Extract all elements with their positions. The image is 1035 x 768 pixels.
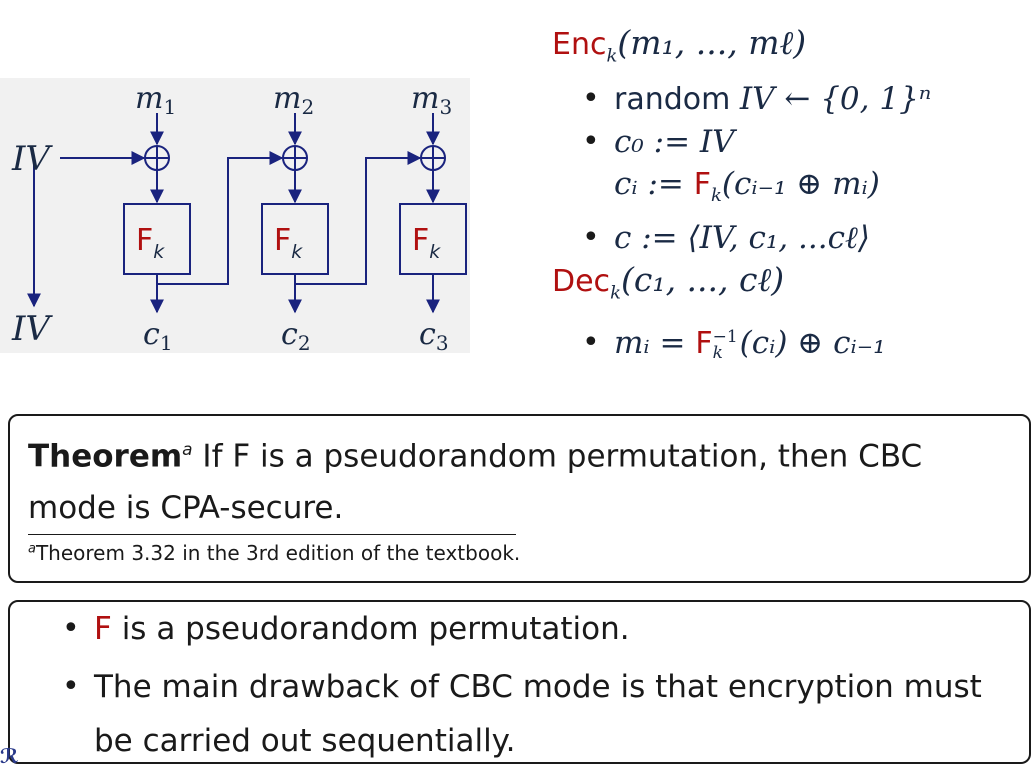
input-m2: m2	[273, 81, 314, 119]
chain-1-2	[157, 151, 284, 285]
footnote-rule	[28, 534, 516, 535]
enc-args: (m₁, ..., mℓ)	[617, 23, 807, 62]
dec-args: (c₁, ..., cℓ)	[620, 259, 785, 299]
dec-item-1-pre: mᵢ =	[614, 325, 696, 362]
dec-name: Dec	[552, 263, 611, 299]
input-m3: m3	[411, 81, 452, 119]
remark-1-text: is a pseudorandom permutation.	[111, 611, 630, 647]
enc-item-1: random IV ← {0, 1}ⁿ	[552, 78, 1032, 121]
dec-item-1: mᵢ = F−1k(cᵢ) ⊕ cᵢ₋₁	[552, 322, 1032, 365]
dec-item-1-sub: k	[712, 342, 723, 363]
f-block-3	[399, 203, 467, 275]
theorem-label: Theorem	[28, 438, 183, 475]
theorem-text: Theorema If F is a pseudorandom permutat…	[28, 424, 1018, 534]
iv-label-bottom: IV	[11, 309, 53, 349]
dec-heading: Deck(c₁, ..., cℓ)	[552, 259, 1032, 315]
enc-item-2-cont: cᵢ := Fk(cᵢ₋₁ ⊕ mᵢ)	[614, 163, 1032, 217]
enc-item-3: c := ⟨IV, c₁, ...cℓ⟩	[552, 217, 1032, 259]
footnote-text: Theorem 3.32 in the 3rd edition of the t…	[35, 541, 521, 565]
enc-item-1-math: IV ← {0, 1}ⁿ	[739, 80, 932, 117]
enc-heading: Enck(m₁, ..., mℓ)	[552, 22, 1032, 78]
enc-item-3-math: c := ⟨IV, c₁, ...cℓ⟩	[614, 219, 870, 256]
enc-item-2-F: F	[693, 166, 711, 202]
remark-2-text: The main drawback of CBC mode is that en…	[94, 669, 982, 759]
dec-item-1-post: (cᵢ) ⊕ cᵢ₋₁	[739, 325, 886, 362]
iv-label-left: IV	[11, 139, 53, 179]
cut-off-glyph: ℛ	[0, 744, 19, 768]
enc-item-2: c₀ := IV cᵢ := Fk(cᵢ₋₁ ⊕ mᵢ)	[552, 121, 1032, 217]
dec-sub: k	[610, 282, 621, 304]
f-label-3: Fk	[412, 223, 441, 263]
theorem-statement: If F is a pseudorandom permutation, then…	[28, 438, 923, 527]
f-label-2: Fk	[274, 223, 303, 263]
theorem-marker: a	[182, 440, 193, 460]
output-c3: c3	[419, 317, 449, 353]
enc-item-2-cont-pre: cᵢ :=	[614, 165, 694, 202]
enc-name: Enc	[552, 27, 607, 62]
dec-item-1-sup: −1	[712, 326, 738, 347]
theorem-box: Theorema If F is a pseudorandom permutat…	[8, 414, 1031, 583]
remarks-box: F is a pseudorandom permutation. The mai…	[8, 600, 1031, 764]
dec-item-1-F: F	[695, 326, 713, 362]
output-c2: c2	[281, 317, 311, 353]
footnote-marker: a	[28, 541, 36, 557]
f-block-2	[261, 203, 329, 275]
f-block-1	[123, 203, 191, 275]
cbc-diagram: IV IV m1 m2 m3 c1 c2 c3 Fk Fk Fk	[0, 78, 470, 353]
remark-1-F: F	[94, 611, 112, 647]
enc-item-2-math: c₀ := IV	[614, 123, 735, 160]
enc-item-1-pre: random	[614, 81, 740, 117]
remark-item-1: F is a pseudorandom permutation.	[62, 602, 1014, 656]
algorithm-panel: Enck(m₁, ..., mℓ) random IV ← {0, 1}ⁿ c₀…	[552, 22, 1032, 365]
enc-sub: k	[606, 45, 618, 67]
f-label-1: Fk	[136, 223, 165, 263]
theorem-footnote: aTheorem 3.32 in the 3rd edition of the …	[28, 541, 520, 565]
enc-item-2-cont-post: (cᵢ₋₁ ⊕ mᵢ)	[721, 165, 880, 202]
chain-2-3	[295, 151, 422, 285]
output-c1: c1	[143, 317, 173, 353]
cbc-diagram-svg: IV IV m1 m2 m3 c1 c2 c3 Fk Fk Fk	[11, 81, 467, 353]
remark-item-2: The main drawback of CBC mode is that en…	[62, 660, 1014, 768]
input-m1: m1	[135, 81, 176, 119]
enc-item-2-sub: k	[711, 184, 722, 206]
